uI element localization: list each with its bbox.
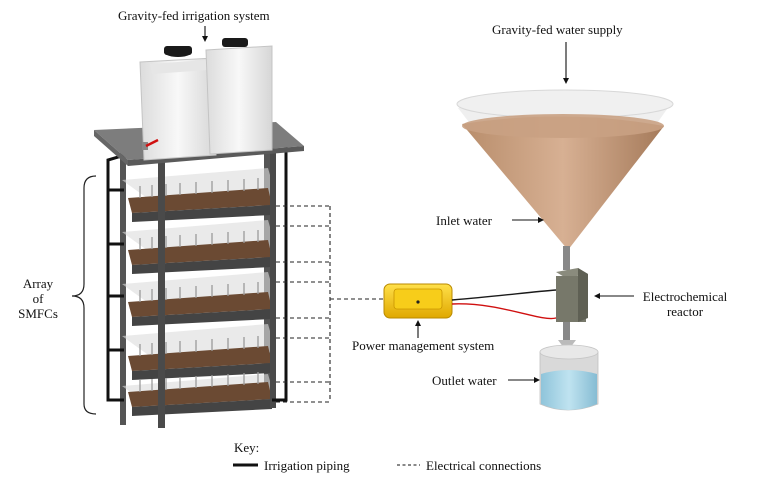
reactor-outlet-pipe (563, 322, 570, 342)
water-supply-label: Gravity-fed water supply (492, 22, 623, 37)
curly-brace-icon (71, 175, 97, 415)
arrow-icon (202, 26, 634, 383)
rack-post-front-right (270, 150, 276, 408)
irrigation-tank-right (205, 38, 273, 155)
array-label-line2: of (32, 291, 44, 306)
smfc-rack (94, 38, 304, 428)
key-irrigation-piping: Irrigation piping (264, 458, 350, 473)
rack-post-front-left (158, 160, 165, 428)
cone-outlet-pipe (563, 246, 570, 270)
irrigation-tank-left (139, 46, 217, 161)
electrochemical-reactor (556, 268, 588, 322)
electrical-connections-rack (276, 205, 384, 403)
water-supply-cone (456, 89, 674, 251)
array-label: Array of SMFCs (14, 276, 62, 321)
outlet-water-container (539, 344, 599, 411)
inlet-water-label: Inlet water (436, 213, 492, 228)
outlet-water-label: Outlet water (432, 373, 497, 388)
rack-shelves (122, 168, 276, 416)
key-title: Key: (234, 440, 260, 455)
reactor-label: Electrochemical reactor (632, 289, 738, 319)
valve-icon (142, 138, 159, 150)
smfc-electrodes (139, 178, 259, 392)
reactor-label-line2: reactor (666, 304, 704, 319)
wire-black (451, 289, 557, 301)
irrigation-system-label: Gravity-fed irrigation system (118, 8, 270, 23)
power-management-box (383, 283, 453, 319)
power-management-label: Power management system (352, 338, 495, 353)
array-label-line1: Array (22, 276, 54, 291)
array-label-line3: SMFCs (18, 306, 58, 321)
reactor-label-line1: Electrochemical (642, 289, 728, 304)
rack-post-back-left (120, 150, 126, 425)
key-electrical-connections: Electrical connections (426, 458, 542, 473)
